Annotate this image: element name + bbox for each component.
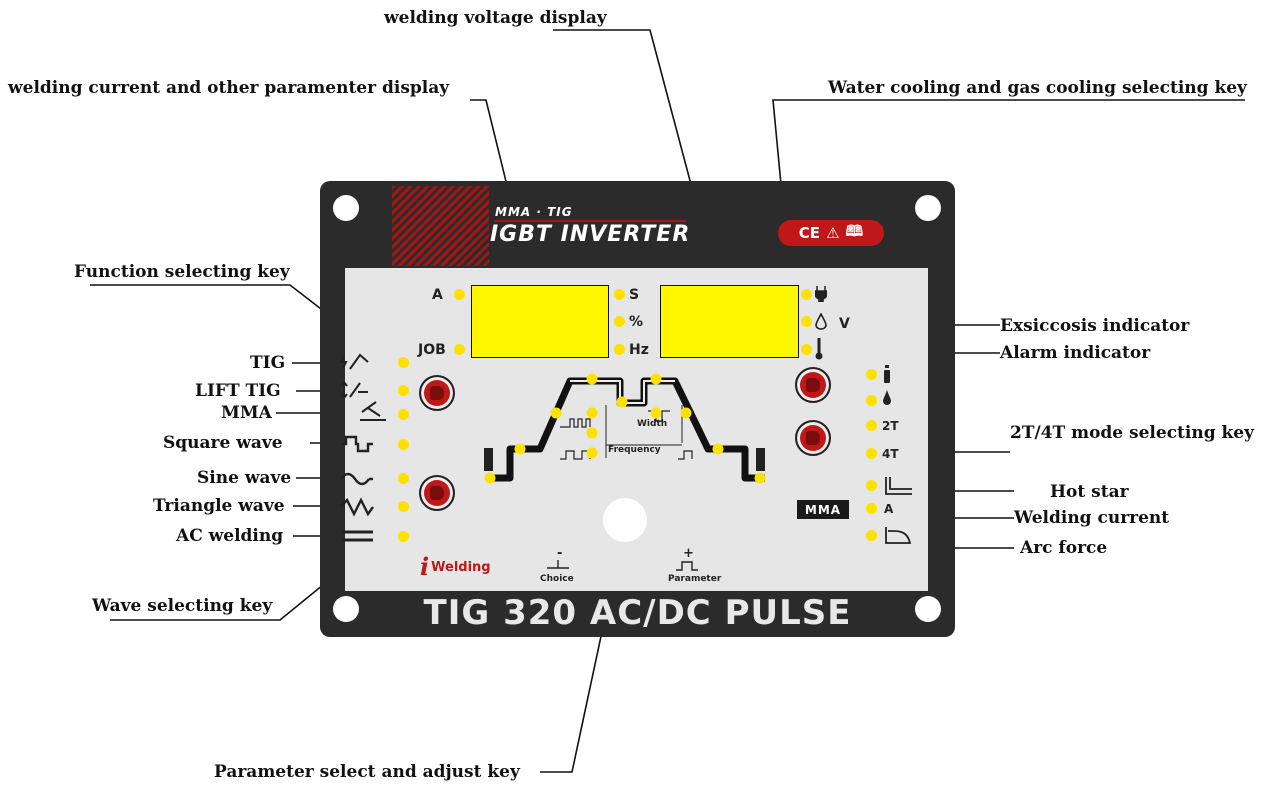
led-arc-force <box>866 530 877 541</box>
led-hertz <box>614 344 625 355</box>
power-plug-icon <box>815 286 827 302</box>
led-tig <box>398 357 409 368</box>
width-label: Width <box>637 419 668 429</box>
callout-ac-welding: AC welding <box>176 526 284 546</box>
callout-triangle-wave: Triangle wave <box>153 496 285 516</box>
led-square-wave <box>398 439 409 450</box>
volt-label: V <box>839 316 850 332</box>
callout-welding-current-display: welding current and other paramenter dis… <box>8 78 450 98</box>
lift-tig-icon <box>340 380 368 400</box>
tig-torch-icon <box>340 353 369 370</box>
arc-force-icon <box>885 527 912 544</box>
callout-sine-wave: Sine wave <box>197 468 292 488</box>
mode-2t4t-button[interactable] <box>795 420 831 456</box>
mount-hole-bottom-right <box>915 596 941 622</box>
gas-bottle-icon <box>884 365 890 383</box>
thermometer-icon <box>815 338 823 360</box>
callout-square-wave: Square wave <box>163 433 283 453</box>
choice-label: Choice <box>540 574 574 584</box>
led-sine-wave <box>398 473 409 484</box>
choice-minus-sign: - <box>557 546 563 561</box>
led-2t <box>866 420 877 431</box>
mma-badge: MMA <box>797 500 849 519</box>
label-2t: 2T <box>882 419 899 433</box>
led-amp <box>454 289 465 300</box>
callout-tig: TIG <box>250 353 286 373</box>
brand-subtitle: MMA · TIG <box>495 205 573 219</box>
led-alarm <box>801 344 812 355</box>
led-percent <box>614 316 625 327</box>
ce-mark: CE <box>798 224 821 242</box>
callout-arc-force: Arc force <box>1020 538 1108 558</box>
ac-welding-icon <box>341 530 373 542</box>
mma-electrode-icon <box>360 401 386 421</box>
brand-rule <box>494 220 686 222</box>
job-label: JOB <box>418 342 446 358</box>
led-exsiccosis <box>801 316 812 327</box>
sine-wave-icon <box>340 472 373 486</box>
hertz-label: Hz <box>629 342 649 358</box>
square-wave-icon <box>341 435 373 453</box>
mount-hole-top-right <box>915 195 941 221</box>
label-4t: 4T <box>882 447 899 461</box>
callout-lift-tig: LIFT TIG <box>195 381 281 401</box>
current-display <box>471 285 609 358</box>
callout-hot-star: Hot star <box>1050 482 1129 502</box>
led-ac-welding <box>398 531 409 542</box>
brand-title: IGBT INVERTER <box>490 222 691 247</box>
parameter-plus-sign: + <box>683 546 694 561</box>
i-welding-i: i <box>420 552 430 581</box>
mount-hole-top-left <box>333 195 359 221</box>
parameter-icon <box>676 561 698 571</box>
water-drop-icon <box>815 313 827 330</box>
water-cooling-drop-icon <box>883 390 891 405</box>
callout-exsiccosis-indicator: Exsiccosis indicator <box>1000 316 1190 336</box>
hot-start-icon <box>885 477 912 495</box>
parameter-label: Parameter <box>668 574 722 584</box>
led-lift-tig <box>398 385 409 396</box>
warning-icon: ⚠ <box>826 224 840 242</box>
choice-icon <box>547 560 569 569</box>
led-welding-current <box>866 503 877 514</box>
amp-label: A <box>432 287 443 303</box>
label-current-a: A <box>884 502 894 516</box>
triangle-wave-icon <box>340 497 374 517</box>
brand-logo-graphic <box>392 186 489 266</box>
callout-water-gas-cooling-key: Water cooling and gas cooling selecting … <box>828 78 1247 98</box>
led-power <box>801 289 812 300</box>
manual-icon: 🕮 <box>845 221 864 240</box>
callout-mma: MMA <box>221 403 272 423</box>
callout-2t4t-mode-key: 2T/4T mode selecting key <box>1010 423 1254 443</box>
callout-parameter-key: Parameter select and adjust key <box>214 762 520 782</box>
parameter-adjust-knob[interactable] <box>603 498 647 542</box>
frequency-label: Frequency <box>608 445 661 455</box>
cooling-select-button[interactable] <box>795 367 831 403</box>
led-4t <box>866 448 877 459</box>
i-welding-text: Welding <box>431 560 491 575</box>
certification-badge: CE ⚠ 🕮 <box>778 220 884 246</box>
led-triangle-wave <box>398 501 409 512</box>
led-mma <box>398 409 409 420</box>
callout-wave-selecting-key: Wave selecting key <box>92 596 273 616</box>
led-seconds <box>614 289 625 300</box>
callout-alarm-indicator: Alarm indicator <box>1000 343 1151 363</box>
welding-cycle-diagram <box>484 373 766 484</box>
wave-select-button[interactable] <box>419 475 455 511</box>
led-gas-cooling <box>866 369 877 380</box>
callout-welding-voltage-display: welding voltage display <box>384 8 607 28</box>
mount-hole-bottom-left <box>333 596 359 622</box>
led-job <box>454 344 465 355</box>
model-name: TIG 320 AC/DC PULSE <box>423 593 852 633</box>
seconds-label: S <box>629 287 640 303</box>
function-select-button[interactable] <box>419 375 455 411</box>
callout-welding-current: Welding current <box>1014 508 1170 528</box>
percent-label: % <box>629 314 644 330</box>
voltage-display <box>660 285 799 358</box>
led-hot-start <box>866 480 877 491</box>
callout-function-selecting-key: Function selecting key <box>74 262 290 282</box>
led-water-cooling <box>866 395 877 406</box>
